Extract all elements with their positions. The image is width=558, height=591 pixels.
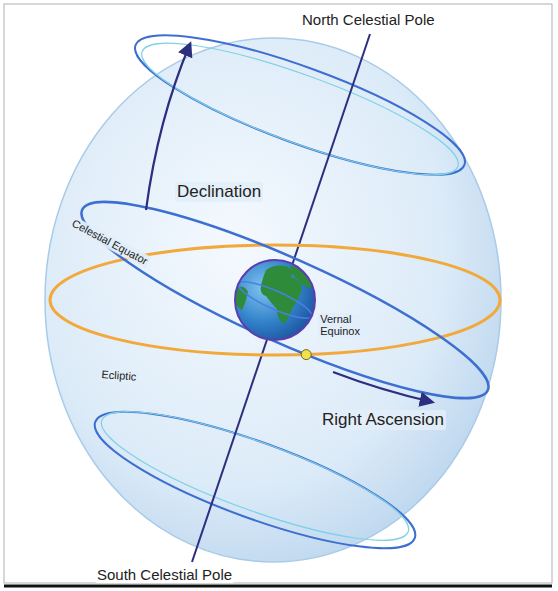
circle-label: Ecliptic (99, 368, 139, 383)
earth (234, 260, 315, 340)
celestial-sphere (45, 38, 501, 562)
frame (4, 4, 552, 583)
celestial-equator-circle (65, 171, 505, 428)
circle-label: Celestial Equator (68, 216, 151, 268)
axis-label: Right Ascension (320, 410, 446, 430)
ecliptic-circle (50, 245, 500, 355)
point-label: Vernal Equinox (318, 313, 374, 338)
polar-axis (192, 34, 370, 562)
axis-label: Declination (175, 182, 263, 202)
declination-circle (131, 20, 470, 199)
pole-label: North Celestial Pole (300, 11, 437, 28)
pole-label: South Celestial Pole (95, 566, 234, 583)
vernal-equinox-dot (301, 350, 311, 360)
declination-circle (123, 9, 478, 200)
frame-base-line (4, 585, 552, 588)
right-ascension-arrow (333, 372, 432, 402)
